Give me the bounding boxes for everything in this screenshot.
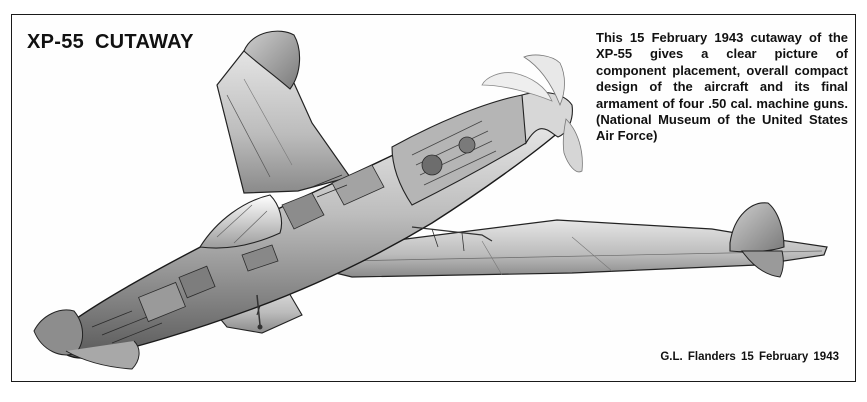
propeller-blade-right xyxy=(562,118,583,173)
figure-title: XP-55 CUTAWAY xyxy=(27,31,194,53)
main-wing xyxy=(326,219,828,278)
right-wingtip-fin xyxy=(729,202,785,253)
propeller-blade-left xyxy=(481,72,553,102)
aircraft-cutaway-illustration xyxy=(33,30,828,370)
upper-wingtip-fin xyxy=(243,30,301,90)
propeller-blade-top xyxy=(523,54,565,107)
nose-section xyxy=(33,309,83,356)
figure-caption: This 15 February 1943 cutaway of the XP-… xyxy=(596,30,848,144)
internal-detail xyxy=(91,120,497,344)
canopy xyxy=(199,194,283,249)
figure-frame: XP-55 CUTAWAY This 15 February 1943 cuta… xyxy=(11,14,856,382)
artist-credit: G.L. Flanders 15 February 1943 xyxy=(660,351,839,363)
landing-gear xyxy=(256,294,261,326)
